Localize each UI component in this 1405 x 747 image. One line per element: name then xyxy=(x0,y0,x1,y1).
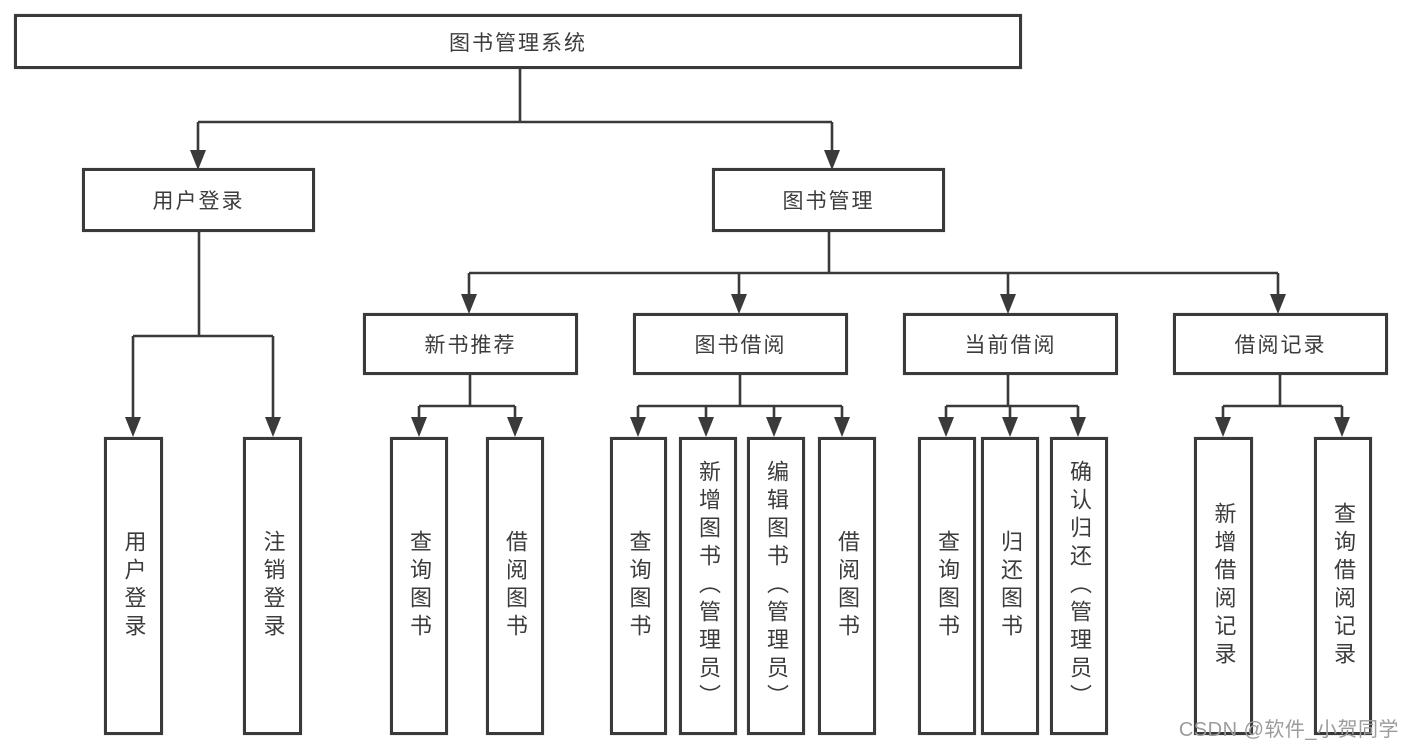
node-label: 图书管理系统 xyxy=(449,31,587,55)
leaf-borrow-books-borrowing: 借阅图书 xyxy=(818,437,876,735)
leaf-label: 查询图书 xyxy=(626,530,652,642)
node-label: 用户登录 xyxy=(152,190,245,213)
leaf-label: 查询借阅记录 xyxy=(1331,502,1356,670)
leaf-label: 新增图书（管理员） xyxy=(696,460,721,712)
csdn-watermark: CSDN @软件_小贺同学 xyxy=(1178,719,1399,741)
node-label: 新书推荐 xyxy=(424,334,517,357)
leaf-label: 用户登录 xyxy=(121,530,147,642)
leaf-query-books-newbook: 查询图书 xyxy=(390,437,448,735)
node-book-borrowing: 图书借阅 xyxy=(633,313,848,375)
node-borrow-records: 借阅记录 xyxy=(1173,313,1388,375)
node-label: 图书管理 xyxy=(782,190,875,213)
node-user-login: 用户登录 xyxy=(82,168,315,232)
leaf-label: 归还图书 xyxy=(998,530,1023,642)
leaf-query-books-borrowing: 查询图书 xyxy=(610,437,667,735)
leaf-label: 注销登录 xyxy=(260,530,286,642)
leaf-return-books: 归还图书 xyxy=(981,437,1039,735)
leaf-label: 编辑图书（管理员） xyxy=(764,460,789,712)
node-label: 借阅记录 xyxy=(1234,334,1327,357)
leaf-label: 新增借阅记录 xyxy=(1211,502,1237,670)
node-new-book-recommendation: 新书推荐 xyxy=(363,313,578,375)
leaf-add-books-admin: 新增图书（管理员） xyxy=(679,437,737,735)
leaf-label: 借阅图书 xyxy=(503,530,528,642)
leaf-label: 确认归还（管理员） xyxy=(1067,460,1092,712)
leaf-borrow-books-newbook: 借阅图书 xyxy=(486,437,544,735)
leaf-label: 借阅图书 xyxy=(835,530,860,642)
leaf-add-borrow-record: 新增借阅记录 xyxy=(1194,437,1253,735)
leaf-edit-books-admin: 编辑图书（管理员） xyxy=(747,437,805,735)
leaf-user-login: 用户登录 xyxy=(104,437,163,735)
node-label: 图书借阅 xyxy=(694,334,787,357)
leaf-label: 查询图书 xyxy=(935,530,960,642)
leaf-logout: 注销登录 xyxy=(243,437,302,735)
node-library-management-system: 图书管理系统 xyxy=(14,14,1022,69)
leaf-query-borrow-record: 查询借阅记录 xyxy=(1314,437,1372,735)
leaf-confirm-return-admin: 确认归还（管理员） xyxy=(1050,437,1108,735)
leaf-label: 查询图书 xyxy=(407,530,432,642)
leaf-query-books-current: 查询图书 xyxy=(918,437,976,735)
node-label: 当前借阅 xyxy=(964,334,1057,357)
node-current-borrowing: 当前借阅 xyxy=(903,313,1118,375)
node-book-management: 图书管理 xyxy=(712,168,945,232)
